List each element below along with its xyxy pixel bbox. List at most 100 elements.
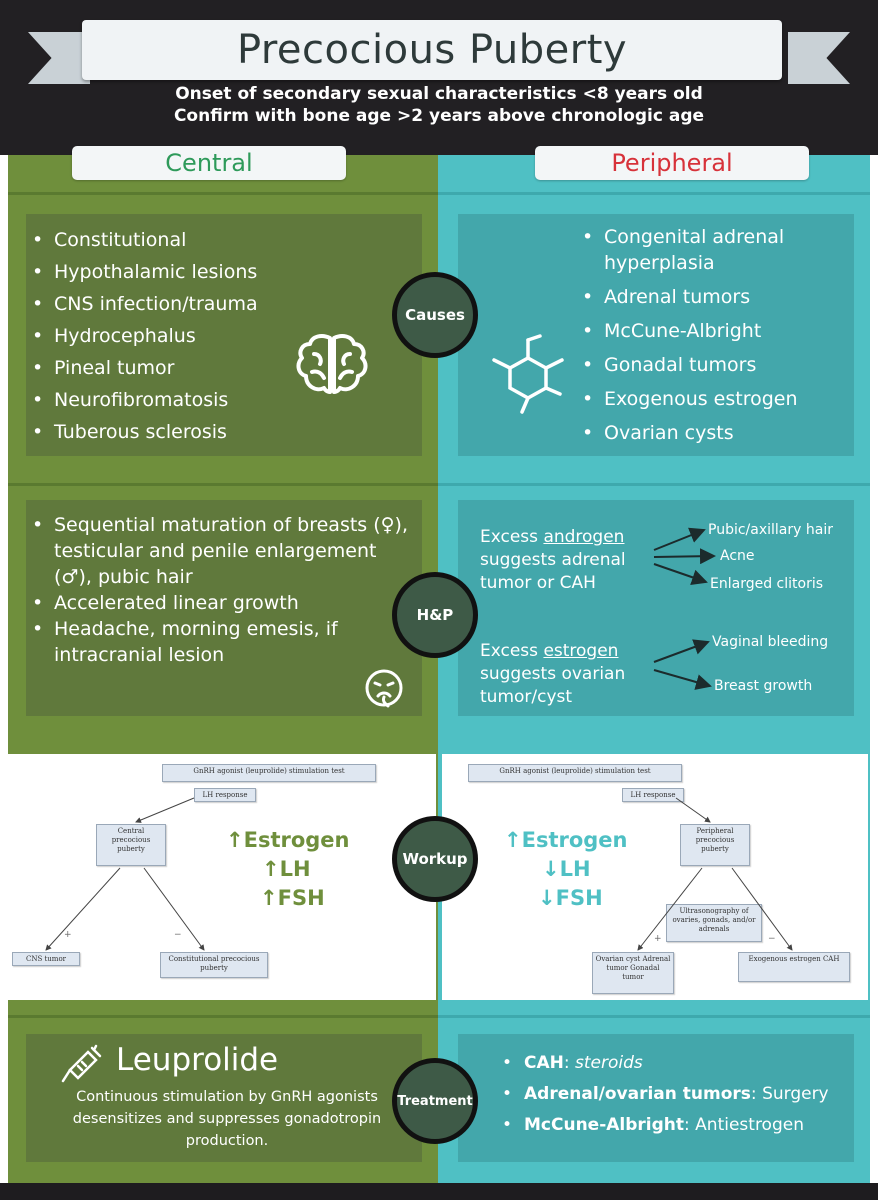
androgen-target-clitoris: Enlarged clitoris (710, 576, 824, 592)
arrow-up-icon: ↑ (260, 886, 278, 910)
list-item: Accelerated linear growth (26, 590, 408, 616)
peripheral-workup-panel: GnRH agonist (leuprolide) stimulation te… (442, 754, 868, 1000)
androgen-prefix: Excess (480, 527, 544, 547)
hormone-label: FSH (555, 886, 603, 910)
separator: : (563, 1053, 576, 1073)
plus-label: + (654, 934, 662, 944)
list-item: Gonadal tumors (576, 352, 846, 378)
list-item: Pineal tumor (26, 352, 258, 384)
arrow-down-icon: ↓ (542, 857, 560, 881)
list-item: Ovarian cysts (576, 420, 846, 446)
divider (8, 483, 438, 486)
list-item: CNS infection/trauma (26, 288, 258, 320)
peripheral-leaf-left: Ovarian cyst Adrenal tumor Gonadal tumor (592, 952, 674, 994)
hormone-fsh: ↑FSH (226, 884, 350, 913)
treatment-condition: CAH (524, 1053, 564, 1073)
androgen-target-acne: Acne (720, 548, 755, 564)
peripheral-causes-box: Congenital adrenal hyperplasia Adrenal t… (458, 214, 854, 456)
treatment-therapy: Antiestrogen (695, 1115, 804, 1135)
list-item: McCune-Albright (576, 318, 846, 344)
androgen-keyword: androgen (543, 527, 625, 547)
central-header: Central (72, 146, 346, 180)
treatment-therapy: steroids (575, 1053, 643, 1073)
divider (8, 1015, 438, 1018)
peripheral-test-node: GnRH agonist (leuprolide) stimulation te… (468, 764, 682, 782)
list-item: Tuberous sclerosis (26, 416, 258, 448)
hp-flow-arrows (653, 527, 716, 690)
separator: : (750, 1084, 763, 1104)
androgen-text: Excess androgen suggests adrenal tumor o… (480, 526, 660, 595)
list-item: Sequential maturation of breasts (♀), te… (26, 512, 408, 590)
estrogen-text: Excess estrogen suggests ovarian tumor/c… (480, 640, 660, 709)
hormone-lh: ↑LH (226, 855, 350, 884)
peripheral-mid-node: Ultrasonography of ovaries, gonads, and/… (666, 904, 762, 942)
estrogen-target-breast: Breast growth (714, 678, 813, 694)
peripheral-response-node: LH response (622, 788, 684, 802)
hormone-label: LH (559, 857, 591, 881)
androgen-target-hair: Pubic/axillary hair (708, 522, 833, 538)
separator: : (684, 1115, 696, 1135)
list-item: CAH: steroids (496, 1048, 856, 1079)
central-treatment-box: Leuprolide Continuous stimulation by GnR… (26, 1034, 422, 1162)
list-item: Congenital adrenal hyperplasia (576, 224, 846, 276)
arrow-up-icon: ↑ (226, 828, 244, 852)
peripheral-flow-lines (637, 797, 793, 951)
arrow-up-icon: ↑ (504, 828, 522, 852)
peripheral-hormones: ↑Estrogen ↓LH ↓FSH (504, 826, 628, 913)
list-item: Headache, morning emesis, if intracrania… (26, 616, 408, 668)
hormone-label: LH (279, 857, 311, 881)
central-main-node: Central precocious puberty (96, 824, 166, 866)
divider (438, 1015, 870, 1018)
divider (8, 192, 438, 195)
hormone-label: FSH (277, 886, 325, 910)
estrogen-target-bleeding: Vaginal bleeding (712, 634, 829, 650)
footer-band (0, 1183, 878, 1200)
central-test-node: GnRH agonist (leuprolide) stimulation te… (162, 764, 376, 782)
peripheral-hp-box: Excess androgen suggests adrenal tumor o… (458, 500, 854, 716)
subtitle-onset: Onset of secondary sexual characteristic… (175, 84, 703, 104)
arrow-up-icon: ↑ (262, 857, 280, 881)
list-item: Hydrocephalus (26, 320, 258, 352)
list-item: Exogenous estrogen (576, 386, 846, 412)
list-item: Adrenal/ovarian tumors: Surgery (496, 1079, 856, 1110)
peripheral-leaf-right: Exogenous estrogen CAH (738, 952, 850, 982)
estrogen-keyword: estrogen (543, 641, 619, 661)
list-item: Neurofibromatosis (26, 384, 258, 416)
central-leaf-right: Constitutional precocious puberty (160, 952, 268, 978)
hormone-label: Estrogen (521, 828, 628, 852)
central-hp-box: Sequential maturation of breasts (♀), te… (26, 500, 422, 716)
causes-badge: Causes (392, 272, 478, 358)
hormone-estrogen: ↑Estrogen (226, 826, 350, 855)
subtitle-bone-age: Confirm with bone age >2 years above chr… (173, 106, 705, 126)
plus-label: + (64, 930, 72, 940)
molecule-icon (492, 334, 564, 414)
androgen-suffix: suggests adrenal tumor or CAH (480, 550, 626, 593)
minus-label: − (174, 930, 182, 940)
central-flow-lines (45, 797, 205, 951)
estrogen-prefix: Excess (480, 641, 544, 661)
treatment-condition: Adrenal/ovarian tumors (524, 1084, 751, 1104)
list-item: McCune-Albright: Antiestrogen (496, 1110, 856, 1141)
central-response-node: LH response (194, 788, 256, 802)
treatment-therapy: Surgery (762, 1084, 829, 1104)
estrogen-suffix: suggests ovarian tumor/cyst (480, 664, 626, 707)
hormone-lh: ↓LH (504, 855, 628, 884)
drug-description: Continuous stimulation by GnRH agonists … (72, 1089, 382, 1149)
hormone-label: Estrogen (243, 828, 350, 852)
central-causes-box: Constitutional Hypothalamic lesions CNS … (26, 214, 422, 456)
central-leaf-left: CNS tumor (12, 952, 80, 966)
page-title: Precocious Puberty (236, 27, 628, 73)
list-item: Adrenal tumors (576, 284, 846, 310)
peripheral-header: Peripheral (535, 146, 809, 180)
peripheral-main-node: Peripheral precocious puberty (680, 824, 750, 866)
list-item: Hypothalamic lesions (26, 256, 258, 288)
central-hormones: ↑Estrogen ↑LH ↑FSH (226, 826, 350, 913)
hormone-fsh: ↓FSH (504, 884, 628, 913)
syringe-icon (61, 1044, 102, 1083)
hp-badge: H&P (392, 572, 478, 658)
vomiting-face-icon (365, 669, 403, 708)
peripheral-treatment-list: CAH: steroids Adrenal/ovarian tumors: Su… (496, 1048, 856, 1141)
central-workup-panel: GnRH agonist (leuprolide) stimulation te… (8, 754, 436, 1000)
peripheral-treatment-box: CAH: steroids Adrenal/ovarian tumors: Su… (458, 1034, 854, 1162)
workup-badge: Workup (392, 816, 478, 902)
